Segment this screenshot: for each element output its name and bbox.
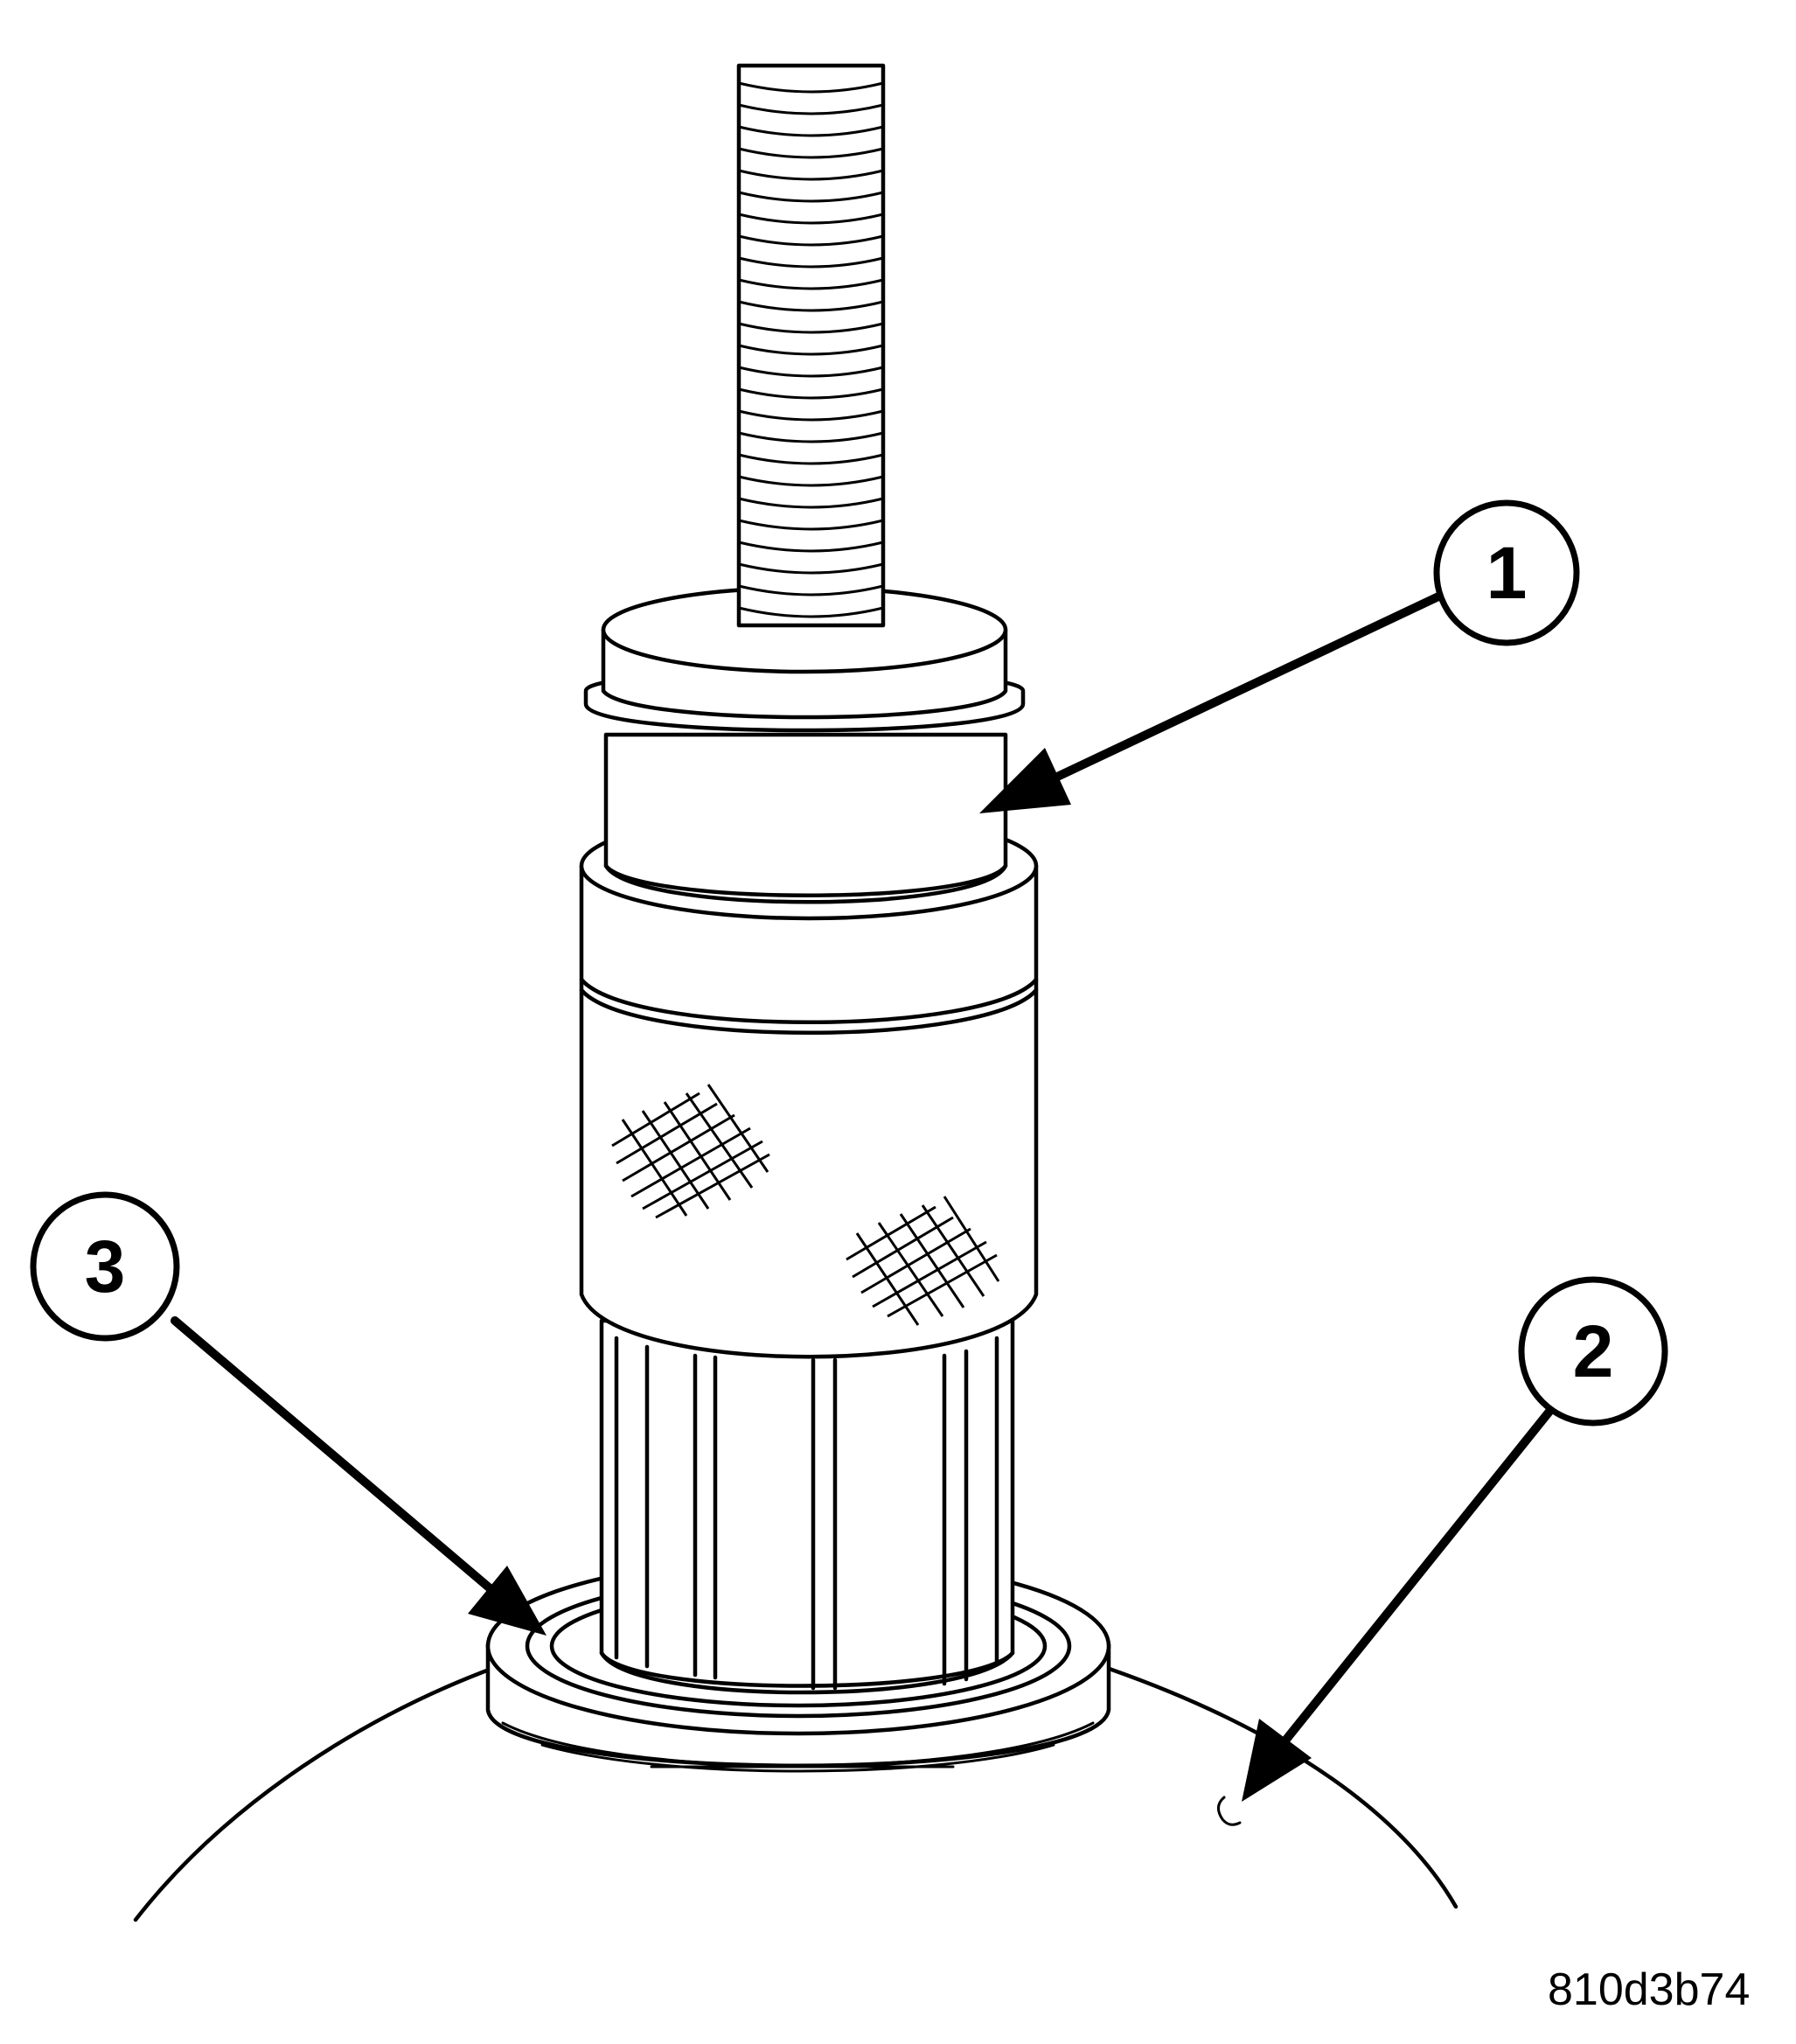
arrowhead-2 (1242, 1719, 1312, 1802)
callout-circle-1 (1433, 499, 1580, 646)
callout-3: 3 (30, 1191, 546, 1636)
callout-2: 2 (1217, 1276, 1668, 1826)
knurl-pattern-right (846, 1196, 1000, 1326)
installer-tool (583, 585, 1026, 904)
housing-surface (133, 1664, 1458, 1922)
threaded-rod (736, 63, 886, 628)
callout-circle-2 (1518, 1276, 1668, 1427)
arrowhead-1 (979, 748, 1071, 813)
rod-threads (737, 81, 885, 618)
splined-shaft (599, 1318, 1015, 1695)
callout-circle-3 (30, 1191, 180, 1342)
callout-number-2: 2 (1573, 1310, 1614, 1392)
arrowhead-3 (468, 1566, 546, 1636)
callout-1: 1 (979, 499, 1580, 813)
knurl-pattern-left (611, 1084, 770, 1219)
callout-number-3: 3 (85, 1225, 126, 1308)
callout-number-1: 1 (1486, 532, 1528, 614)
leader-tip-mark (1217, 1796, 1242, 1826)
figure-code: 810d3b74 (1548, 1964, 1751, 2015)
